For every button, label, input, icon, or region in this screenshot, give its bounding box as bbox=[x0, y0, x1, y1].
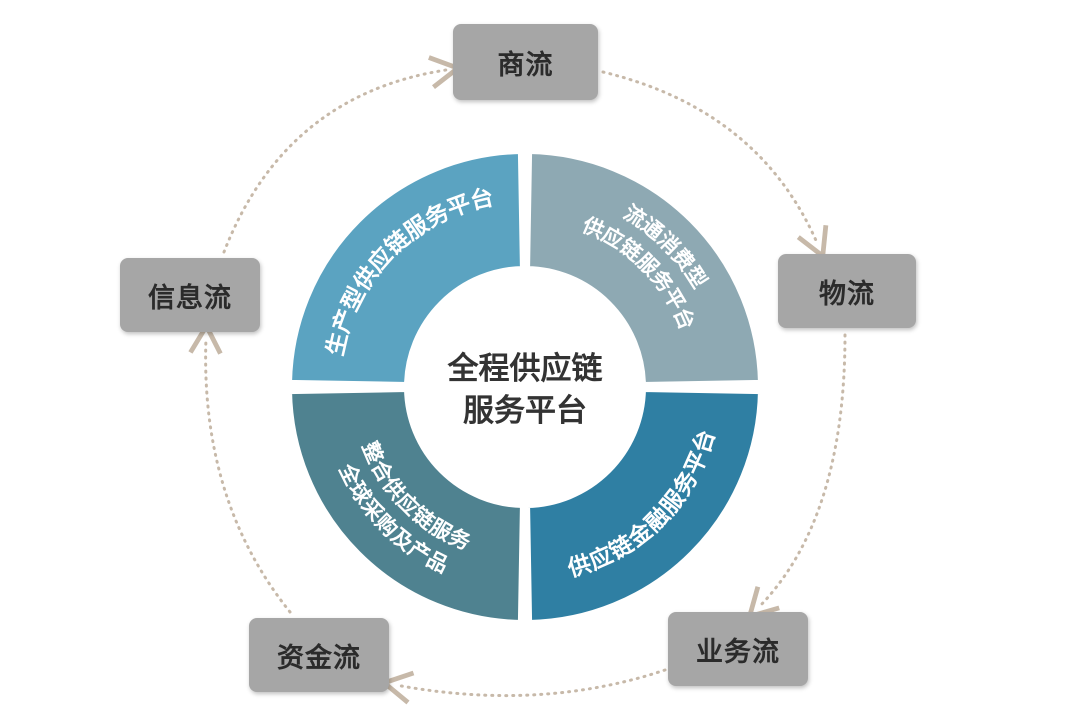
flow-label-yewuliu: 业务流 bbox=[696, 636, 780, 668]
flow-box-zijinliu: 资金流 bbox=[249, 618, 389, 692]
flow-label-xinxiliu: 信息流 bbox=[148, 282, 232, 314]
ring-segments bbox=[285, 147, 765, 627]
center-title-line1: 全程供应链 bbox=[447, 351, 603, 387]
center-title: 全程供应链 服务平台 bbox=[430, 340, 620, 440]
flow-box-wuliu: 物流 bbox=[778, 254, 916, 328]
flow-box-shangliu: 商流 bbox=[453, 24, 598, 100]
flow-label-shangliu: 商流 bbox=[497, 49, 554, 81]
flow-label-zijinliu: 资金流 bbox=[277, 642, 361, 674]
arrow-zijinliu-to-xinxiliu bbox=[188, 321, 292, 614]
flow-box-yewuliu: 业务流 bbox=[668, 612, 808, 686]
flow-label-wuliu: 物流 bbox=[819, 278, 875, 310]
arrow-wuliu-to-yewuliu bbox=[746, 333, 847, 621]
flow-arrows bbox=[188, 55, 847, 705]
center-title-line2: 服务平台 bbox=[463, 393, 587, 429]
arrow-shangliu-to-wuliu bbox=[601, 70, 829, 261]
arrow-yewuliu-to-zijinliu bbox=[379, 668, 667, 705]
center-circle bbox=[407, 269, 643, 505]
arrow-xinxiliu-to-shangliu bbox=[222, 55, 463, 254]
flow-box-xinxiliu: 信息流 bbox=[120, 258, 260, 332]
